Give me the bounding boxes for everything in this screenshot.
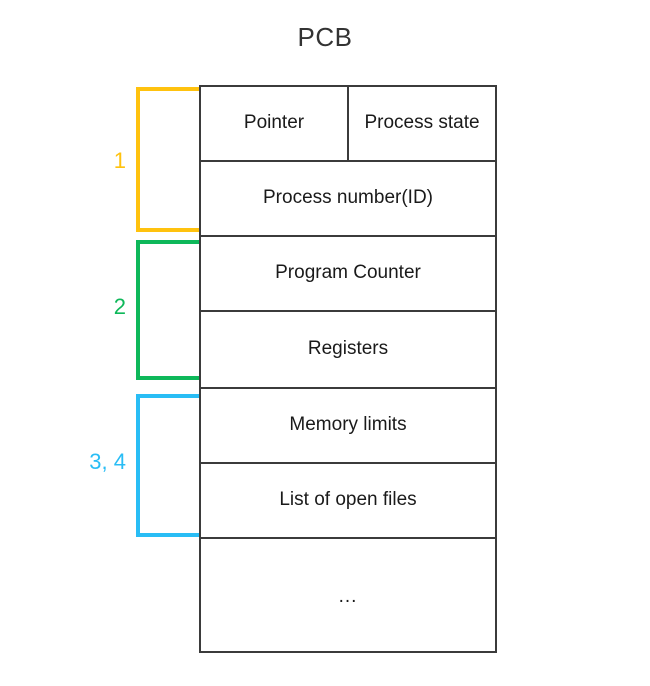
pcb-table: Pointer Process state Process number(ID)… (199, 85, 497, 653)
table-row: Process number(ID) (201, 162, 495, 237)
bracket-1 (136, 87, 199, 232)
table-row: Registers (201, 312, 495, 389)
table-row: Memory limits (201, 389, 495, 464)
table-cell-process-number: Process number(ID) (263, 187, 433, 209)
bracket-3 (136, 394, 199, 537)
table-cell-memory-limits: Memory limits (289, 414, 407, 436)
bracket-label-1: 1 (113, 148, 126, 173)
table-cell-program-counter: Program Counter (275, 262, 421, 284)
table-cell-label: Process state (364, 112, 480, 134)
table-row: Program Counter (201, 237, 495, 312)
table-cell-pointer: Pointer (201, 87, 349, 160)
bracket-label-3: 3, 4 (89, 449, 126, 474)
table-cell-open-files: List of open files (279, 489, 417, 511)
table-cell-process-state: Process state (349, 87, 495, 160)
table-cell-registers: Registers (307, 338, 389, 360)
table-row: Pointer Process state (201, 87, 495, 162)
bracket-label-2: 2 (113, 294, 126, 319)
table-row: ... (201, 539, 495, 655)
table-cell-label: Pointer (243, 112, 305, 134)
table-cell-ellipsis: ... (338, 585, 358, 607)
bracket-2 (136, 240, 199, 380)
diagram-title: PCB (297, 22, 353, 52)
table-row: List of open files (201, 464, 495, 539)
